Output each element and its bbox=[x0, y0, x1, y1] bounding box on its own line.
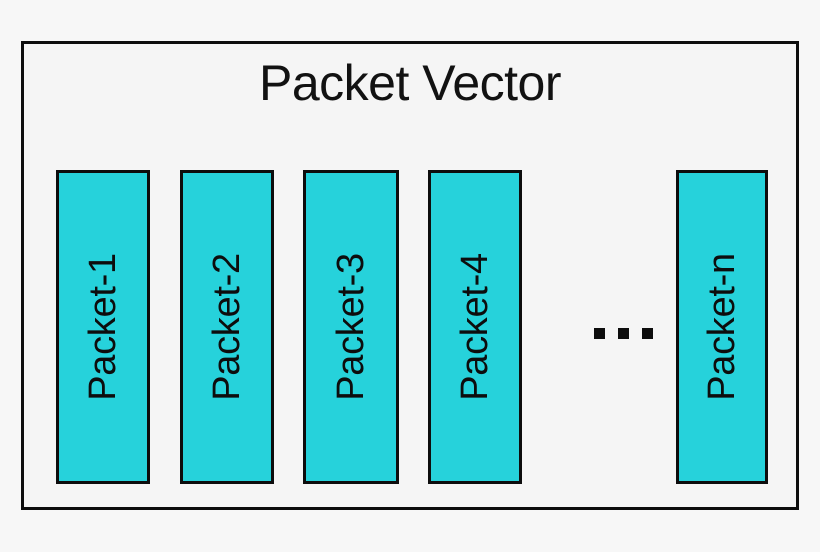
packet-block-1[interactable]: Packet-1 bbox=[56, 170, 150, 484]
ellipsis-icon bbox=[575, 321, 671, 345]
packet-block-label: Packet-n bbox=[701, 253, 743, 401]
packet-block-label: Packet-1 bbox=[82, 253, 124, 401]
ellipsis-dot bbox=[617, 327, 629, 339]
packet-block-4[interactable]: Packet-4 bbox=[428, 170, 522, 484]
packet-block-n[interactable]: Packet-n bbox=[676, 170, 768, 484]
packet-vector-container: Packet Vector Packet-1 Packet-2 Packet-3… bbox=[21, 41, 799, 510]
packet-block-3[interactable]: Packet-3 bbox=[303, 170, 399, 484]
ellipsis-dot bbox=[593, 327, 605, 339]
packet-block-label: Packet-3 bbox=[330, 253, 372, 401]
packet-block-2[interactable]: Packet-2 bbox=[180, 170, 274, 484]
ellipsis-dot bbox=[641, 327, 653, 339]
page-title: Packet Vector bbox=[259, 55, 562, 111]
packet-block-label: Packet-2 bbox=[206, 253, 248, 401]
packet-block-label: Packet-4 bbox=[454, 253, 496, 401]
